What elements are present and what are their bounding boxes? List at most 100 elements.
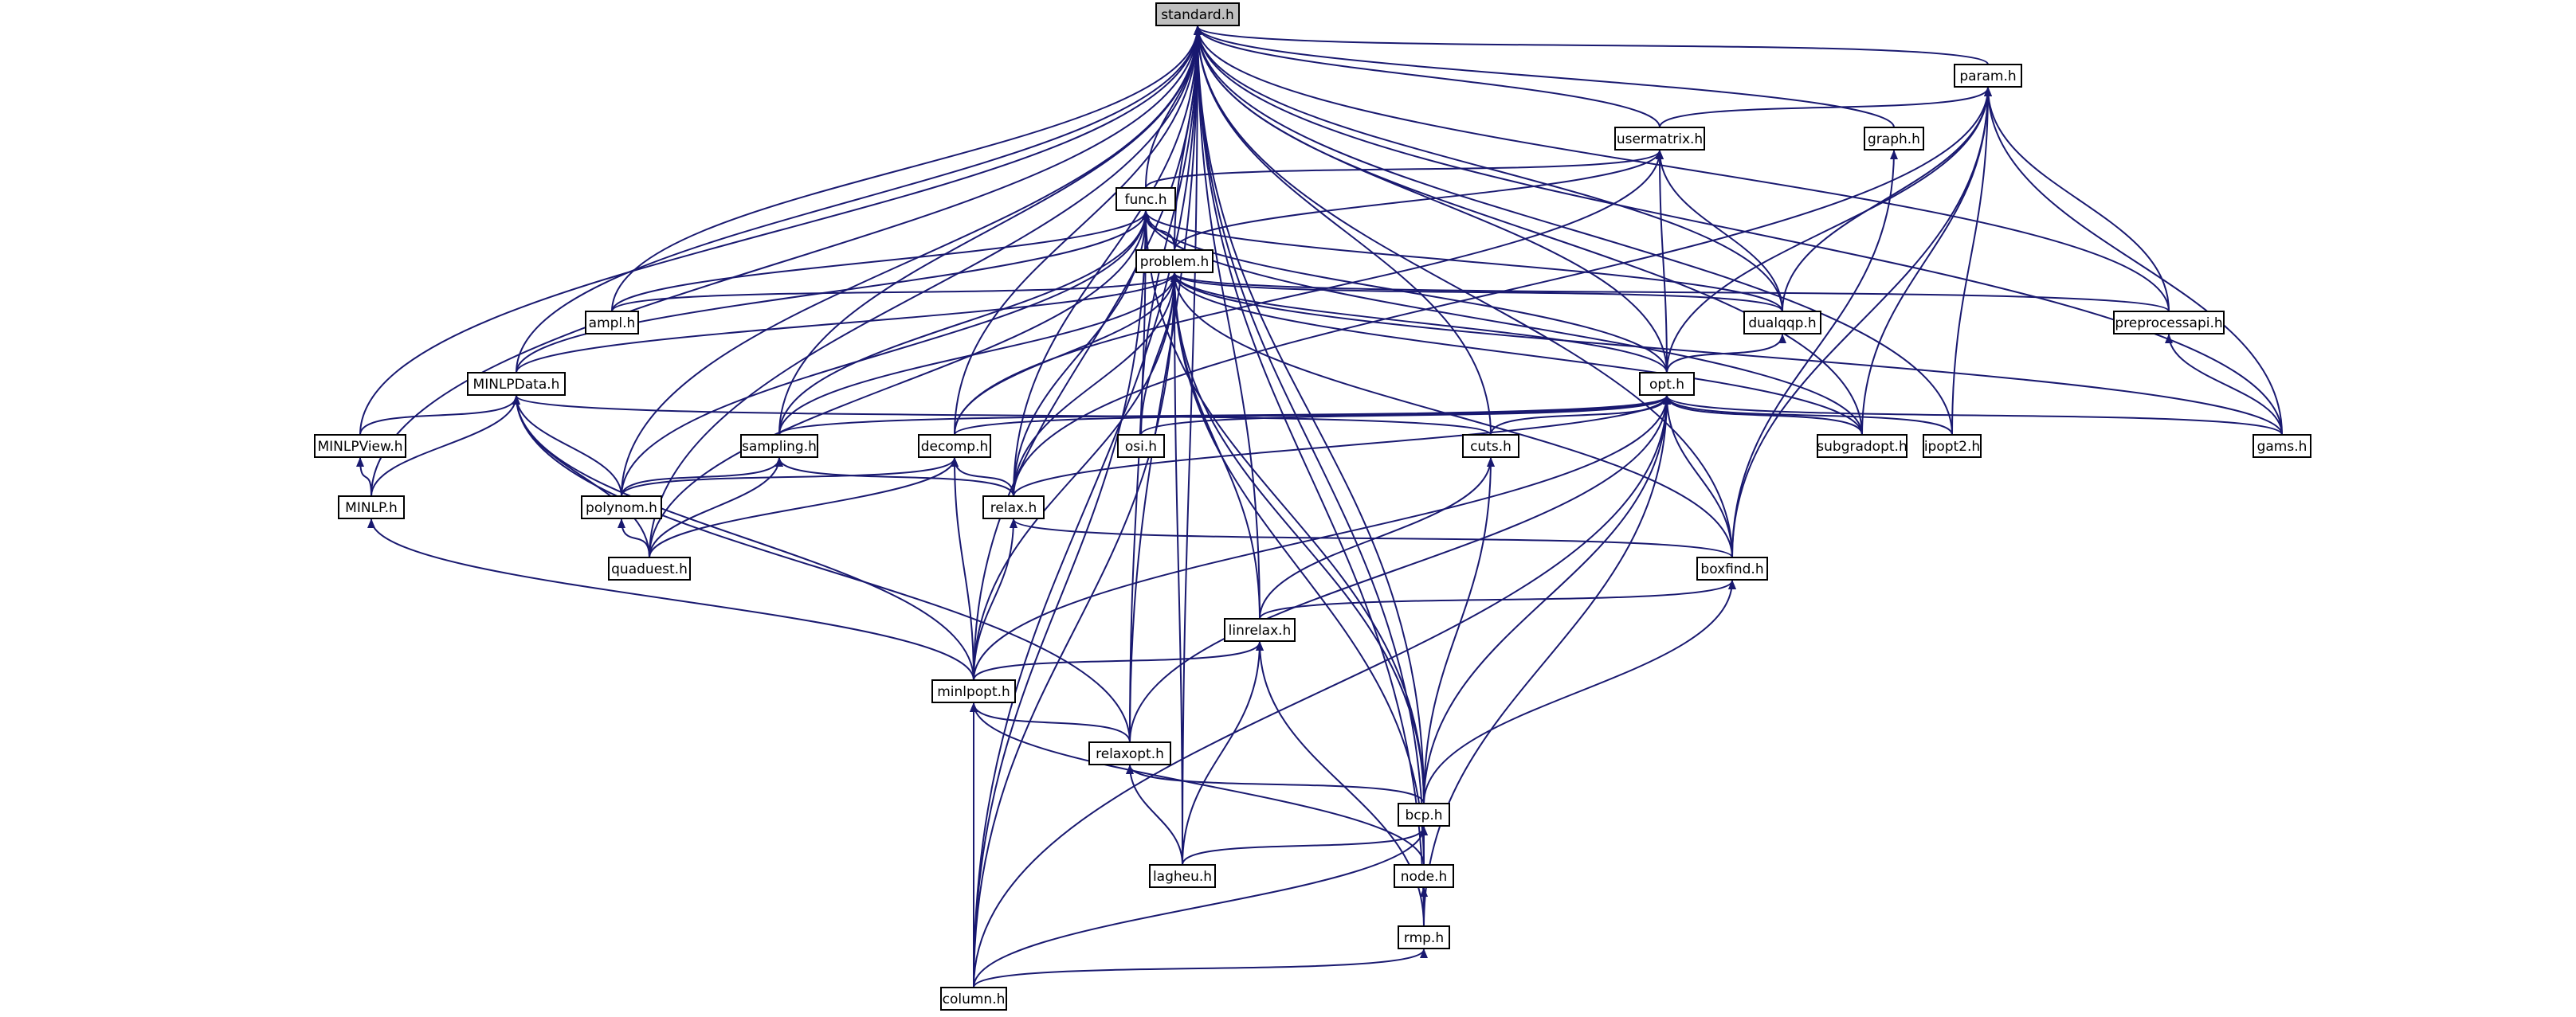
node-osi[interactable]: osi.h [1117, 434, 1165, 458]
edge-ampl-to-func [611, 210, 1150, 312]
edge-relax-to-decomp [951, 457, 1014, 497]
node-standard-label: standard.h [1161, 7, 1234, 23]
node-relaxopt[interactable]: relaxopt.h [1088, 741, 1171, 765]
edge-dualqqp-to-standard [1194, 25, 1783, 312]
node-gams[interactable]: gams.h [2253, 434, 2311, 458]
node-preprocessapi-box [2113, 311, 2225, 334]
edges-layer [356, 25, 2283, 988]
edge-minlpopt-to-standard [973, 25, 1202, 681]
node-column[interactable]: column.h [940, 987, 1007, 1011]
node-node-box [1394, 864, 1454, 888]
node-usermatrix[interactable]: usermatrix.h [1614, 127, 1705, 151]
node-minlp[interactable]: MINLP.h [338, 495, 405, 519]
edge-minlpopt-to-relax [973, 518, 1017, 681]
node-decomp[interactable]: decomp.h [918, 434, 991, 458]
node-minlpview[interactable]: MINLPView.h [314, 434, 406, 458]
edge-opt-to-problem [1170, 272, 1668, 374]
node-lagheu-box [1149, 864, 1216, 888]
node-ampl[interactable]: ampl.h [585, 311, 639, 334]
edge-boxfind-to-relax [1010, 518, 1733, 558]
edge-quaduest-to-polynom [618, 518, 650, 558]
node-sampling[interactable]: sampling.h [740, 434, 818, 458]
node-relax-label: relax.h [990, 500, 1037, 516]
node-problem-box [1135, 249, 1214, 273]
node-gams-label: gams.h [2257, 439, 2307, 455]
edge-preprocessapi-to-param [1984, 87, 2170, 312]
node-rmp[interactable]: rmp.h [1398, 925, 1450, 949]
node-linrelax-box [1224, 618, 1296, 642]
node-node[interactable]: node.h [1394, 864, 1454, 888]
node-subgradopt-label: subgradopt.h [1817, 439, 1907, 455]
node-rmp-box [1398, 925, 1450, 949]
node-preprocessapi[interactable]: preprocessapi.h [2113, 311, 2225, 334]
node-linrelax[interactable]: linrelax.h [1224, 618, 1296, 642]
node-problem[interactable]: problem.h [1135, 249, 1214, 273]
node-bcp-label: bcp.h [1405, 808, 1442, 823]
edge-usermatrix-to-param [1659, 87, 1992, 128]
edge-lagheu-to-bcp [1182, 826, 1428, 866]
edge-opt-to-param [1666, 87, 1992, 374]
node-minlpdata-label: MINLPData.h [473, 377, 560, 393]
node-column-box [940, 987, 1007, 1011]
edge-preprocessapi-to-problem [1170, 272, 2170, 312]
node-lagheu[interactable]: lagheu.h [1149, 864, 1216, 888]
node-bcp[interactable]: bcp.h [1398, 803, 1450, 827]
edge-gams-to-preprocessapi [2165, 334, 2283, 436]
node-boxfind[interactable]: boxfind.h [1696, 557, 1768, 581]
node-param-label: param.h [1959, 68, 2016, 84]
node-func[interactable]: func.h [1115, 187, 1176, 211]
edge-ipopt2-to-standard [1194, 25, 1953, 436]
node-standard-box [1155, 2, 1240, 26]
edge-column-to-rmp [973, 949, 1428, 988]
edge-minlp-to-minlpdata [371, 395, 520, 497]
node-minlpdata-box [467, 372, 566, 396]
node-minlp-label: MINLP.h [345, 500, 398, 516]
edge-minlpopt-to-decomp [951, 457, 974, 681]
edge-bcp-to-func [1142, 210, 1425, 804]
node-polynom-box [581, 495, 662, 519]
node-dualqqp[interactable]: dualqqp.h [1743, 311, 1821, 334]
node-decomp-box [918, 434, 991, 458]
node-bcp-box [1398, 803, 1450, 827]
node-standard[interactable]: standard.h [1155, 2, 1240, 26]
node-ipopt2[interactable]: ipopt2.h [1923, 434, 1982, 458]
node-preprocessapi-label: preprocessapi.h [2115, 315, 2222, 331]
node-param[interactable]: param.h [1954, 64, 2022, 88]
edge-relaxopt-to-minlpdata [512, 395, 1131, 743]
node-minlpview-label: MINLPView.h [317, 439, 402, 455]
node-subgradopt[interactable]: subgradopt.h [1817, 434, 1907, 458]
node-graph[interactable]: graph.h [1864, 127, 1924, 151]
edge-minlpopt-to-minlp [367, 518, 974, 681]
node-opt[interactable]: opt.h [1639, 372, 1695, 396]
node-polynom[interactable]: polynom.h [581, 495, 662, 519]
node-minlpview-box [314, 434, 406, 458]
edge-linrelax-to-boxfind [1259, 580, 1736, 620]
node-relax[interactable]: relax.h [982, 495, 1045, 519]
node-minlpopt[interactable]: minlpopt.h [931, 679, 1016, 703]
edge-dualqqp-to-func [1142, 210, 1783, 312]
edge-minlpdata-to-standard [516, 25, 1202, 374]
node-minlpdata[interactable]: MINLPData.h [467, 372, 566, 396]
edge-column-to-opt [973, 395, 1671, 988]
edge-usermatrix-to-standard [1194, 25, 1660, 128]
edge-opt-to-dualqqp [1666, 334, 1786, 374]
edge-ampl-to-problem [611, 272, 1178, 312]
edge-boxfind-to-opt [1663, 395, 1733, 558]
node-opt-box [1639, 372, 1695, 396]
node-dualqqp-label: dualqqp.h [1748, 315, 1816, 331]
edge-quaduest-to-func [649, 210, 1150, 558]
node-cuts[interactable]: cuts.h [1462, 434, 1519, 458]
edge-decomp-to-standard [954, 25, 1202, 436]
nodes-layer: standard.h param.h usermatrix.h graph.h func… [314, 2, 2311, 1011]
node-quaduest[interactable]: quaduest.h [608, 557, 691, 581]
node-column-label: column.h [943, 992, 1006, 1007]
node-ampl-box [585, 311, 639, 334]
node-graph-label: graph.h [1868, 131, 1920, 147]
node-ipopt2-label: ipopt2.h [1924, 439, 1980, 455]
edge-quaduest-to-sampling [649, 457, 783, 558]
edge-dualqqp-to-problem [1170, 272, 1783, 312]
node-problem-label: problem.h [1140, 254, 1210, 270]
edge-relaxopt-to-opt [1129, 395, 1671, 743]
node-quaduest-label: quaduest.h [611, 561, 688, 577]
edge-bcp-to-relaxopt [1126, 765, 1425, 804]
